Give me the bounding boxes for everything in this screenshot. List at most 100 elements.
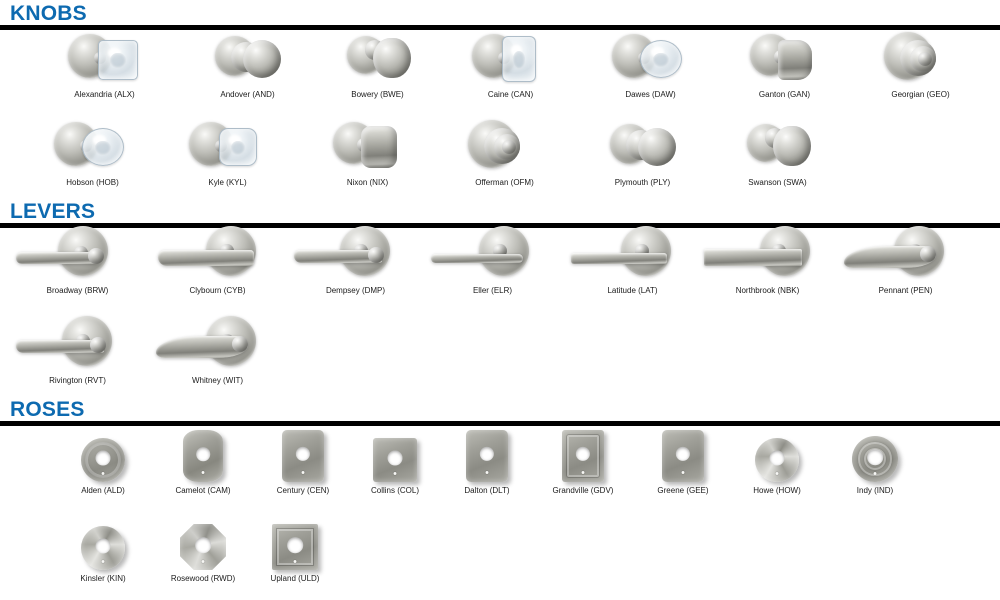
product-card-dmp[interactable]: Dempsey (DMP) [288, 222, 423, 296]
product-image-knob-cylinder [315, 26, 440, 88]
product-card-cam[interactable]: Camelot (CAM) [148, 422, 258, 496]
product-card-ply[interactable]: Plymouth (PLY) [580, 114, 705, 188]
product-card-pen[interactable]: Pennant (PEN) [838, 222, 973, 296]
product-card-alx[interactable]: Alexandria (ALX) [42, 26, 167, 100]
product-card-lat[interactable]: Latitude (LAT) [565, 222, 700, 296]
product-card-ind[interactable]: Indy (IND) [820, 422, 930, 496]
product-label: Grandville (GDV) [552, 486, 614, 495]
product-card-rvt[interactable]: Rivington (RVT) [10, 312, 145, 386]
product-image-lever-curved-wave [838, 222, 973, 284]
product-card-ofm[interactable]: Offerman (OFM) [442, 114, 567, 188]
product-card-kyl[interactable]: Kyle (KYL) [165, 114, 290, 188]
product-image-rose-stepped-rect [528, 422, 638, 484]
product-card-cyb[interactable]: Clybourn (CYB) [150, 222, 285, 296]
product-card-nbk[interactable]: Northbrook (NBK) [700, 222, 835, 296]
product-label: Indy (IND) [856, 486, 894, 495]
section-levers: LEVERS Broadway (BRW) Clybourn (CYB)Dempse… [0, 198, 1000, 385]
product-image-rose-rect-soft [248, 422, 358, 484]
product-image-rose-rect-soft [628, 422, 738, 484]
product-image-knob-georgian [858, 26, 983, 88]
product-label: Greene (GEE) [657, 486, 709, 495]
product-image-rose-round-flat [48, 510, 158, 572]
product-card-uld[interactable]: Upland (ULD) [240, 510, 350, 584]
product-label: Pennant (PEN) [878, 286, 933, 295]
section-divider [0, 421, 1000, 426]
product-image-lever-block [700, 222, 835, 284]
product-image-lever-square-bar [565, 222, 700, 284]
product-label: Rivington (RVT) [49, 376, 106, 385]
product-card-hob[interactable]: Hobson (HOB) [30, 114, 155, 188]
product-image-knob-crystal-octagon [42, 26, 167, 88]
product-label: Dawes (DAW) [625, 90, 676, 99]
product-card-gan[interactable]: Ganton (GAN) [722, 26, 847, 100]
product-label: Whitney (WIT) [191, 376, 244, 385]
product-label: Nixon (NIX) [346, 178, 389, 187]
section-header-knobs: KNOBS [0, 0, 1000, 30]
product-card-swa[interactable]: Swanson (SWA) [715, 114, 840, 188]
product-label: Andover (AND) [220, 90, 275, 99]
product-image-rose-ornate-oval [148, 422, 258, 484]
product-label: Howe (HOW) [753, 486, 801, 495]
product-card-nix[interactable]: Nixon (NIX) [305, 114, 430, 188]
product-card-wit[interactable]: Whitney (WIT) [150, 312, 285, 386]
product-image-rose-round-beveled [48, 422, 158, 484]
product-card-elr[interactable]: Eller (ELR) [425, 222, 560, 296]
section-header-roses: ROSES [0, 396, 1000, 426]
product-image-knob-crystal-rect [448, 26, 573, 88]
product-image-lever-tapered [10, 312, 145, 374]
section-divider [0, 25, 1000, 30]
product-label: Broadway (BRW) [46, 286, 109, 295]
product-card-geo[interactable]: Georgian (GEO) [858, 26, 983, 100]
product-image-knob-cylinder [715, 114, 840, 176]
product-image-knob-crystal-disc [588, 26, 713, 88]
product-label: Kyle (KYL) [208, 178, 247, 187]
product-card-bwe[interactable]: Bowery (BWE) [315, 26, 440, 100]
product-card-cen[interactable]: Century (CEN) [248, 422, 358, 496]
product-label: Rosewood (RWD) [170, 574, 236, 583]
product-image-knob-georgian [442, 114, 567, 176]
product-label: Latitude (LAT) [607, 286, 658, 295]
product-row: Rivington (RVT) Whitney (WIT) [0, 312, 1000, 402]
product-card-ald[interactable]: Alden (ALD) [48, 422, 158, 496]
product-image-rose-round-flat [722, 422, 832, 484]
product-label: Century (CEN) [276, 486, 330, 495]
product-label: Eller (ELR) [472, 286, 513, 295]
product-card-col[interactable]: Collins (COL) [340, 422, 450, 496]
product-row: Broadway (BRW) Clybourn (CYB)Dempsey (DMP… [0, 222, 1000, 312]
section-title-levers: LEVERS [10, 200, 96, 223]
product-card-brw[interactable]: Broadway (BRW) [10, 222, 145, 296]
product-image-rose-round-ringed [820, 422, 930, 484]
product-card-gdv[interactable]: Grandville (GDV) [528, 422, 638, 496]
product-label: Bowery (BWE) [351, 90, 404, 99]
product-label: Northbrook (NBK) [735, 286, 800, 295]
product-row: Kinsler (KIN) Rosewood (RWD) Upland (ULD) [0, 510, 1000, 598]
product-row: Alexandria (ALX) Andover (AND) Bowery (BWE… [0, 26, 1000, 114]
product-label: Kinsler (KIN) [80, 574, 126, 583]
product-card-kin[interactable]: Kinsler (KIN) [48, 510, 158, 584]
product-card-and[interactable]: Andover (AND) [185, 26, 310, 100]
product-row: Hobson (HOB) Kyle (KYL) Nixon (NIX) Offerma… [0, 114, 1000, 202]
product-label: Camelot (CAM) [175, 486, 231, 495]
product-card-how[interactable]: Howe (HOW) [722, 422, 832, 496]
product-image-lever-slim [425, 222, 560, 284]
product-card-rwd[interactable]: Rosewood (RWD) [148, 510, 258, 584]
product-image-knob-square-cap [722, 26, 847, 88]
product-label: Dalton (DLT) [464, 486, 510, 495]
product-card-gee[interactable]: Greene (GEE) [628, 422, 738, 496]
product-card-daw[interactable]: Dawes (DAW) [588, 26, 713, 100]
product-card-dlt[interactable]: Dalton (DLT) [432, 422, 542, 496]
product-image-knob-crystal-square [165, 114, 290, 176]
section-header-levers: LEVERS [0, 198, 1000, 228]
product-card-can[interactable]: Caine (CAN) [448, 26, 573, 100]
section-title-roses: ROSES [10, 398, 85, 421]
product-label: Georgian (GEO) [891, 90, 950, 99]
product-image-rose-rect-soft [432, 422, 542, 484]
section-title-knobs: KNOBS [10, 2, 87, 25]
product-image-rose-square [340, 422, 450, 484]
product-label: Swanson (SWA) [748, 178, 807, 187]
product-image-knob-round-stepped [185, 26, 310, 88]
product-image-lever-wide-flat [150, 222, 285, 284]
product-label: Plymouth (PLY) [614, 178, 671, 187]
